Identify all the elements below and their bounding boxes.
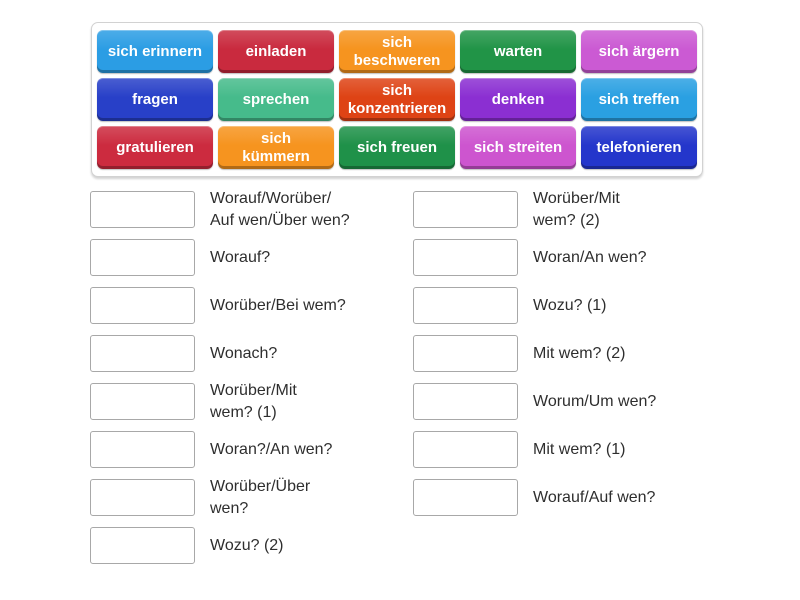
- match-prompt-label: Worauf?: [210, 248, 271, 266]
- drop-slot-left-4[interactable]: [90, 335, 195, 372]
- drop-slot-right-1[interactable]: [413, 191, 518, 228]
- match-row: Woran?/An wen?: [90, 431, 400, 468]
- drop-slot-right-6[interactable]: [413, 431, 518, 468]
- match-prompt-label: Wozu? (2): [210, 536, 284, 554]
- match-prompt-label: Worüber/Mit wem? (2): [533, 190, 620, 229]
- tile-warten[interactable]: warten: [460, 30, 576, 73]
- tile-einladen[interactable]: einladen: [218, 30, 334, 73]
- match-prompt-label: Worauf/Auf wen?: [533, 488, 656, 506]
- tile-sich-beschweren[interactable]: sich beschweren: [339, 30, 455, 73]
- match-prompt-label: Worüber/Über wen?: [210, 478, 311, 517]
- drop-slot-right-5[interactable]: [413, 383, 518, 420]
- match-row: Worauf/Worüber/ Auf wen/Über wen?: [90, 190, 400, 229]
- match-row: Worüber/Mit wem? (2): [413, 190, 723, 229]
- tile-sich-freuen[interactable]: sich freuen: [339, 126, 455, 169]
- match-row: Wozu? (2): [90, 527, 400, 564]
- match-prompt-label: Worüber/Bei wem?: [210, 296, 346, 314]
- match-prompt-label: Mit wem? (1): [533, 440, 626, 458]
- tile-sprechen[interactable]: sprechen: [218, 78, 334, 121]
- match-row: Worüber/Über wen?: [90, 478, 400, 517]
- match-prompt-label: Mit wem? (2): [533, 344, 626, 362]
- match-column-left: Worauf/Worüber/ Auf wen/Über wen? Worauf…: [90, 190, 400, 575]
- word-bank-tray: sich erinnern einladen sich beschweren w…: [91, 22, 703, 177]
- drop-slot-left-2[interactable]: [90, 239, 195, 276]
- match-row: Wozu? (1): [413, 287, 723, 324]
- drop-slot-right-3[interactable]: [413, 287, 518, 324]
- match-prompt-label: Wozu? (1): [533, 296, 607, 314]
- drop-slot-left-8[interactable]: [90, 527, 195, 564]
- tile-fragen[interactable]: fragen: [97, 78, 213, 121]
- tile-sich-erinnern[interactable]: sich erinnern: [97, 30, 213, 73]
- drop-slot-right-7[interactable]: [413, 479, 518, 516]
- tile-sich-konzentrieren[interactable]: sich konzentrieren: [339, 78, 455, 121]
- drop-slot-right-2[interactable]: [413, 239, 518, 276]
- match-row: Wonach?: [90, 335, 400, 372]
- tile-sich-kuemmern[interactable]: sich kümmern: [218, 126, 334, 169]
- tile-denken[interactable]: denken: [460, 78, 576, 121]
- match-prompt-label: Worüber/Mit wem? (1): [210, 382, 297, 421]
- drop-slot-left-3[interactable]: [90, 287, 195, 324]
- match-prompt-label: Worum/Um wen?: [533, 392, 657, 410]
- match-prompt-label: Woran/An wen?: [533, 248, 647, 266]
- tile-sich-streiten[interactable]: sich streiten: [460, 126, 576, 169]
- tile-gratulieren[interactable]: gratulieren: [97, 126, 213, 169]
- tile-telefonieren[interactable]: telefonieren: [581, 126, 697, 169]
- match-prompt-label: Worauf/Worüber/ Auf wen/Über wen?: [210, 190, 350, 229]
- match-column-right: Worüber/Mit wem? (2) Woran/An wen? Wozu?…: [413, 190, 723, 527]
- match-row: Worauf/Auf wen?: [413, 479, 723, 516]
- tile-sich-treffen[interactable]: sich treffen: [581, 78, 697, 121]
- drop-slot-right-4[interactable]: [413, 335, 518, 372]
- match-row: Worüber/Bei wem?: [90, 287, 400, 324]
- match-row: Mit wem? (2): [413, 335, 723, 372]
- drop-slot-left-7[interactable]: [90, 479, 195, 516]
- match-row: Mit wem? (1): [413, 431, 723, 468]
- drop-slot-left-1[interactable]: [90, 191, 195, 228]
- match-row: Worauf?: [90, 239, 400, 276]
- match-row: Worüber/Mit wem? (1): [90, 382, 400, 421]
- match-row: Woran/An wen?: [413, 239, 723, 276]
- drop-slot-left-5[interactable]: [90, 383, 195, 420]
- match-prompt-label: Woran?/An wen?: [210, 440, 333, 458]
- tile-sich-aergern[interactable]: sich ärgern: [581, 30, 697, 73]
- match-prompt-label: Wonach?: [210, 344, 278, 362]
- drop-slot-left-6[interactable]: [90, 431, 195, 468]
- match-row: Worum/Um wen?: [413, 383, 723, 420]
